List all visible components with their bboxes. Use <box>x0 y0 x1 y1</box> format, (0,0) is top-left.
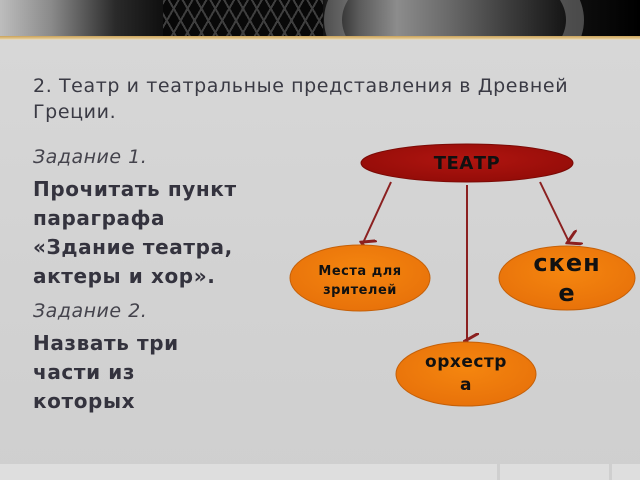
tyre-graphic <box>324 0 584 36</box>
arrow-to-skene <box>539 181 569 242</box>
footer-strip <box>0 464 640 480</box>
gold-divider <box>0 36 640 40</box>
footer-divider <box>497 464 500 480</box>
node-seats-label: Места для зрителей <box>318 264 402 298</box>
task-1-text: Прочитать пункт параграфа «Здание театра… <box>33 177 237 288</box>
slide-title: 2. Театр и театральные представления в Д… <box>33 75 569 123</box>
node-theatre-label: ТЕАТР <box>433 152 501 174</box>
task-2-text: Назвать три части из которых <box>33 331 179 413</box>
node-seats <box>289 244 431 312</box>
hexagon-pattern <box>163 0 323 36</box>
node-theatre <box>360 143 574 183</box>
node-orchestra <box>395 341 537 407</box>
header-banner-image <box>0 0 640 36</box>
task-1-label: Задание 1. <box>33 146 148 168</box>
task-2-label: Задание 2. <box>33 300 148 322</box>
node-skene-label: скене <box>533 249 601 307</box>
node-skene <box>498 245 636 311</box>
node-orchestra-label: орхестра <box>425 352 507 395</box>
task-column: Задание 1. Прочитать пункт параграфа «Зд… <box>33 143 283 422</box>
footer-divider <box>609 464 612 480</box>
arrow-to-seats <box>363 181 392 243</box>
